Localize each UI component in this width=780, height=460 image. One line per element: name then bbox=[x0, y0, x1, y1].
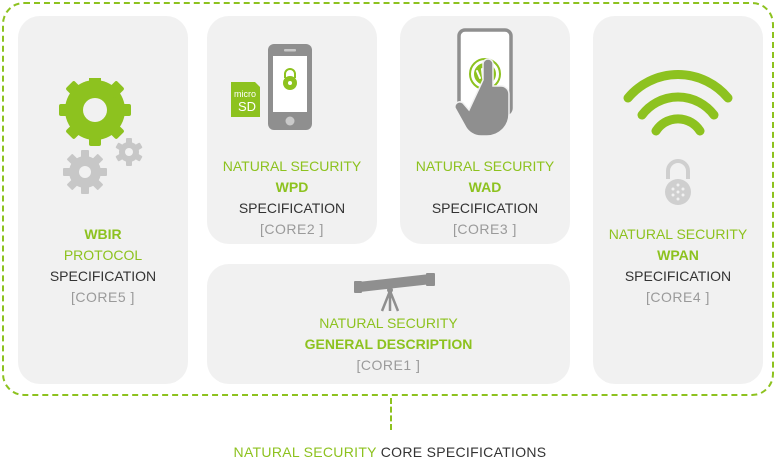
core5-name: WBIR bbox=[84, 226, 122, 242]
core2-name: WPD bbox=[275, 179, 309, 195]
gears-icon bbox=[59, 78, 143, 194]
core1-code: [CORE1 ] bbox=[356, 357, 421, 373]
microsd-label-bottom: SD bbox=[238, 99, 256, 114]
core2-prefix: NATURAL SECURITY bbox=[222, 158, 362, 174]
phone-microsd-icon: micro SD bbox=[231, 44, 312, 130]
core5-line2: PROTOCOL bbox=[63, 247, 143, 263]
core4-name: WPAN bbox=[657, 247, 699, 263]
core4-code: [CORE4 ] bbox=[646, 289, 710, 305]
card-core5[interactable]: WBIR PROTOCOL SPECIFICATION [CORE5 ] bbox=[18, 16, 188, 384]
wireless-lock-icon bbox=[623, 70, 733, 205]
core4-prefix: NATURAL SECURITY bbox=[608, 226, 748, 242]
core1-prefix: NATURAL SECURITY bbox=[319, 315, 458, 331]
touch-device-icon bbox=[454, 28, 513, 137]
caption-core-specifications: CORE SPECIFICATIONS bbox=[380, 444, 547, 460]
core3-name: WAD bbox=[468, 179, 502, 195]
core3-spec-label: SPECIFICATION bbox=[431, 200, 539, 216]
core-specifications-frame bbox=[2, 2, 774, 396]
core1-name: GENERAL DESCRIPTION bbox=[304, 336, 473, 352]
core4-spec-label: SPECIFICATION bbox=[624, 268, 732, 284]
card-core2[interactable]: micro SD NATURAL SECURITY WPD SPECIFICAT… bbox=[207, 16, 377, 244]
core2-spec-label: SPECIFICATION bbox=[238, 200, 346, 216]
core2-code: [CORE2 ] bbox=[260, 221, 324, 237]
frame-connector-line bbox=[390, 398, 392, 430]
caption-natural-security: NATURAL SECURITY bbox=[233, 444, 377, 460]
core5-code: [CORE5 ] bbox=[71, 289, 135, 305]
card-core4[interactable]: NATURAL SECURITY WPAN SPECIFICATION [COR… bbox=[593, 16, 763, 384]
telescope-icon bbox=[354, 273, 435, 312]
core3-prefix: NATURAL SECURITY bbox=[415, 158, 555, 174]
core3-code: [CORE3 ] bbox=[453, 221, 517, 237]
microsd-label-top: micro bbox=[234, 89, 256, 99]
card-core1[interactable]: NATURAL SECURITY GENERAL DESCRIPTION [CO… bbox=[207, 264, 570, 384]
core5-spec-label: SPECIFICATION bbox=[49, 268, 157, 284]
core-specifications-caption: NATURAL SECURITY CORE SPECIFICATIONS bbox=[0, 444, 780, 460]
card-core3[interactable]: NATURAL SECURITY WAD SPECIFICATION [CORE… bbox=[400, 16, 570, 244]
